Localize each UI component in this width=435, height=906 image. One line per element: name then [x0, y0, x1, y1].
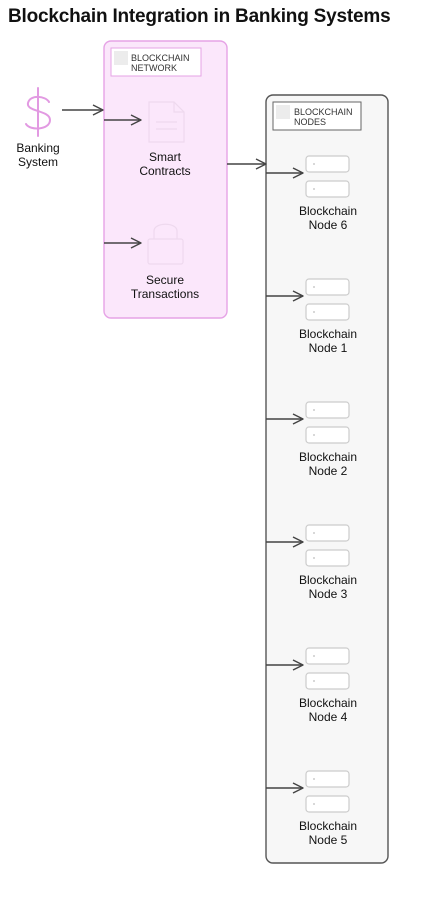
node-label-line-1: Blockchain: [298, 696, 358, 710]
connectors: [62, 104, 267, 249]
server-unit: [305, 401, 350, 419]
server-led: [313, 655, 315, 657]
nodes-tag-swatch: [276, 105, 290, 119]
document-icon: [148, 101, 185, 143]
node-label-line-1: Blockchain: [298, 327, 358, 341]
diagram-title: Blockchain Integration in Banking System…: [8, 6, 391, 27]
secure-transactions-label: Secure Transactions: [120, 273, 210, 301]
node-label-line-1: Blockchain: [298, 819, 358, 833]
server-led: [313, 680, 315, 682]
node-label-line-2: Node 5: [308, 833, 348, 847]
server-unit: [305, 426, 350, 444]
server-icon: [305, 278, 350, 321]
network-group: [103, 40, 228, 319]
node-label-line-2: Node 3: [308, 587, 348, 601]
server-unit: [305, 672, 350, 690]
server-led: [313, 188, 315, 190]
server-unit: [305, 278, 350, 296]
node-label-line-2: Node 2: [308, 464, 348, 478]
server-unit: [305, 647, 350, 665]
server-icon: [305, 401, 350, 444]
banking-label-line-1: Banking: [16, 141, 60, 155]
server-unit: [305, 795, 350, 813]
nodes-tag-line-2: NODES: [294, 117, 327, 127]
node-label-line-2: Node 1: [308, 341, 348, 355]
smart-contracts-line-1: Smart: [148, 150, 181, 164]
secure-transactions-line-1: Secure: [145, 273, 185, 287]
smart-contracts-label: Smart Contracts: [124, 150, 206, 178]
secure-transactions-line-2: Transactions: [130, 287, 200, 301]
banking-system-label: Banking System: [4, 141, 72, 169]
server-unit: [305, 524, 350, 542]
server-unit: [305, 180, 350, 198]
server-unit: [305, 549, 350, 567]
smart-contracts-line-2: Contracts: [139, 164, 191, 178]
network-tag: BLOCKCHAIN NETWORK: [131, 53, 190, 73]
nodes-layer: [266, 155, 350, 813]
server-led: [313, 434, 315, 436]
lock-icon: [147, 223, 184, 265]
server-led: [313, 532, 315, 534]
node-label-line-2: Node 6: [308, 218, 348, 232]
node-label-line-2: Node 4: [308, 710, 348, 724]
node-label-line-1: Blockchain: [298, 204, 358, 218]
server-icon: [305, 647, 350, 690]
server-icon: [305, 155, 350, 198]
dollar-icon: [25, 87, 52, 137]
server-led: [313, 778, 315, 780]
server-led: [313, 409, 315, 411]
server-led: [313, 803, 315, 805]
nodes-group: [265, 94, 389, 864]
node-label-line-1: Blockchain: [298, 573, 358, 587]
network-tag-line-2: NETWORK: [131, 63, 177, 73]
nodes-tag-line-1: BLOCKCHAIN: [294, 107, 353, 117]
server-unit: [305, 770, 350, 788]
server-led: [313, 163, 315, 165]
banking-label-line-2: System: [17, 155, 58, 169]
server-unit: [305, 155, 350, 173]
server-unit: [305, 303, 350, 321]
network-tag-swatch: [114, 51, 128, 65]
server-icon: [305, 524, 350, 567]
server-icon: [305, 770, 350, 813]
server-led: [313, 286, 315, 288]
node-label-line-1: Blockchain: [298, 450, 358, 464]
network-tag-line-1: BLOCKCHAIN: [131, 53, 190, 63]
nodes-tag: BLOCKCHAIN NODES: [294, 107, 353, 127]
server-led: [313, 557, 315, 559]
server-led: [313, 311, 315, 313]
